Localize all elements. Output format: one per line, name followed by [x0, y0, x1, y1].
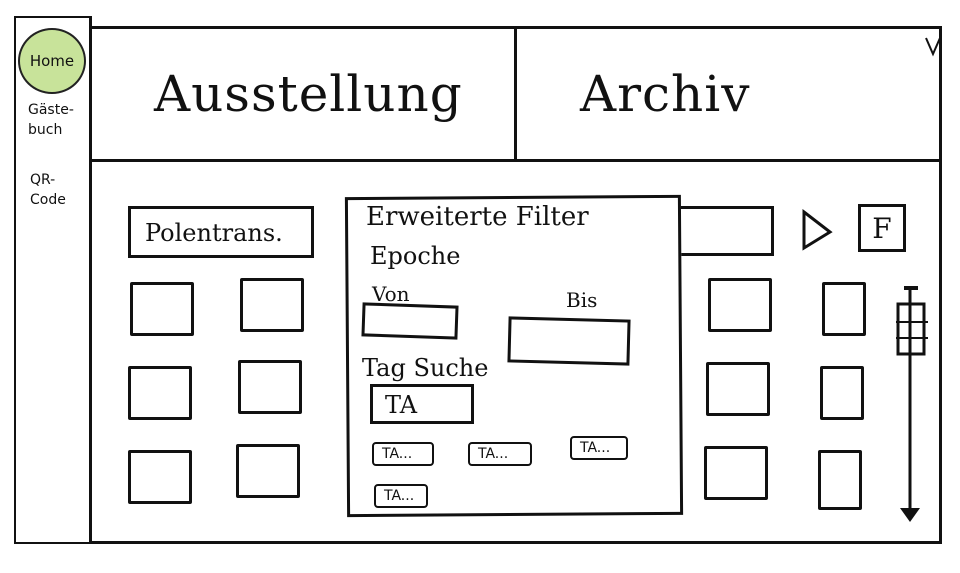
gallery-item[interactable]: [130, 282, 194, 336]
gallery-item[interactable]: [708, 278, 772, 332]
gallery-item[interactable]: [238, 360, 302, 414]
vertical-scrollbar[interactable]: [890, 282, 930, 526]
scroll-corner-icon: [925, 37, 941, 57]
to-label: Bis: [566, 288, 598, 312]
tag-chip[interactable]: TA...: [372, 442, 434, 466]
tab-ausstellung[interactable]: Ausstellung: [92, 26, 517, 162]
gallery-item[interactable]: [236, 444, 300, 498]
sidebar-item-qr-code[interactable]: QR- Code: [30, 172, 66, 208]
tag-search-input[interactable]: TA: [370, 384, 474, 424]
search-input-left[interactable]: Polentrans.: [128, 206, 314, 258]
home-label: Home: [29, 52, 75, 70]
home-button[interactable]: Home: [18, 28, 86, 94]
play-icon[interactable]: [800, 208, 834, 252]
epoch-from-input[interactable]: [361, 302, 459, 340]
from-label: Von: [372, 282, 410, 306]
search-input-right[interactable]: [676, 206, 774, 256]
gallery-item[interactable]: [706, 362, 770, 416]
epoch-label: Epoche: [370, 242, 461, 270]
gallery-item[interactable]: [128, 366, 192, 420]
tag-chip[interactable]: TA...: [570, 436, 628, 460]
gallery-item[interactable]: [822, 282, 866, 336]
filter-panel-title: Erweiterte Filter: [366, 202, 589, 232]
sidebar-item-guestbook[interactable]: Gäste- buch: [28, 102, 74, 138]
gallery-item[interactable]: [820, 366, 864, 420]
tab-archiv[interactable]: Archiv: [520, 26, 940, 162]
filter-button[interactable]: F: [858, 204, 906, 252]
tab-label: Ausstellung: [154, 65, 463, 123]
gallery-item[interactable]: [818, 450, 862, 510]
tab-label: Archiv: [580, 65, 751, 123]
gallery-item[interactable]: [704, 446, 768, 500]
gallery-item[interactable]: [240, 278, 304, 332]
tag-search-label: Tag Suche: [362, 354, 489, 382]
sidebar: [14, 16, 92, 544]
gallery-item[interactable]: [128, 450, 192, 504]
tag-chip[interactable]: TA...: [374, 484, 428, 508]
epoch-to-input[interactable]: [507, 316, 631, 366]
tag-chip[interactable]: TA...: [468, 442, 532, 466]
